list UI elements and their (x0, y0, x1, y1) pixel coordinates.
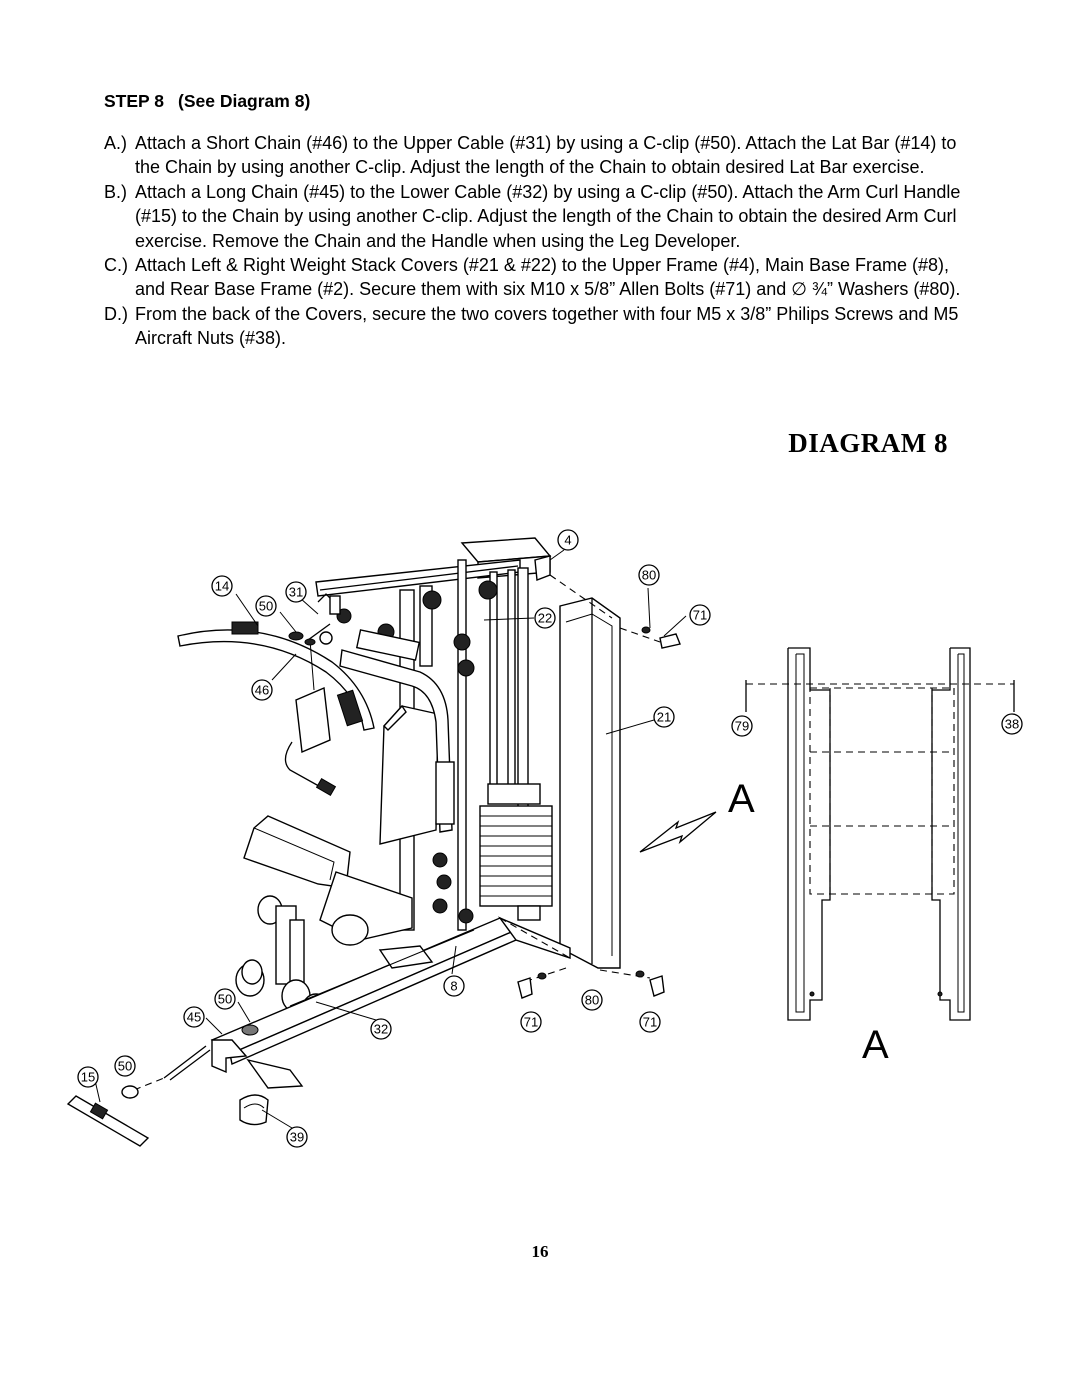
step-number: STEP 8 (104, 91, 164, 111)
svg-text:32: 32 (374, 1022, 388, 1037)
instruction-text: Attach Left & Right Weight Stack Covers … (135, 255, 961, 300)
instruction-item-a: A.) Attach a Short Chain (#46) to the Up… (104, 131, 964, 180)
svg-text:22: 22 (538, 611, 552, 626)
step-subtitle: (See Diagram 8) (178, 91, 311, 111)
svg-text:80: 80 (585, 993, 599, 1008)
svg-text:4: 4 (564, 533, 571, 548)
callout-80: 80 (638, 564, 660, 586)
callout-71: 71 (639, 1011, 661, 1033)
callout-71: 71 (689, 604, 711, 626)
callout-39: 39 (286, 1126, 308, 1148)
base-frame (210, 916, 571, 1089)
callout-21: 21 (653, 706, 675, 728)
callout-79: 79 (731, 715, 753, 737)
diagram-title: DIAGRAM 8 (788, 428, 948, 458)
svg-text:50: 50 (118, 1059, 132, 1074)
lat-bar (177, 621, 375, 731)
svg-text:79: 79 (735, 719, 749, 734)
callout-50: 50 (255, 595, 277, 617)
weight-stack (479, 783, 553, 921)
instruction-letter: C.) (104, 255, 128, 276)
instruction-letter: D.) (104, 303, 128, 324)
seat (257, 871, 413, 991)
weight-stack-cover (559, 597, 621, 969)
instruction-text: From the back of the Covers, secure the … (135, 303, 959, 349)
svg-text:15: 15 (81, 1070, 95, 1085)
svg-text:38: 38 (1005, 717, 1019, 732)
callout-80: 80 (581, 989, 603, 1011)
callout-31: 31 (285, 581, 307, 603)
callout-15: 15 (77, 1066, 99, 1088)
callout-8: 8 (443, 975, 465, 997)
callout-50: 50 (114, 1055, 136, 1077)
svg-text:80: 80 (642, 568, 656, 583)
ankle-strap (239, 1094, 269, 1126)
svg-text:21: 21 (657, 710, 671, 725)
callout-22: 22 (534, 607, 556, 629)
svg-text:39: 39 (290, 1130, 304, 1145)
short-chain (284, 623, 337, 797)
instruction-text: Attach a Short Chain (#46) to the Upper … (135, 133, 957, 178)
callout-4: 4 (557, 529, 579, 551)
instruction-text: Attach a Long Chain (#45) to the Lower C… (135, 181, 961, 251)
svg-text:45: 45 (187, 1010, 201, 1025)
callout-45: 45 (183, 1006, 205, 1028)
view-label-detail: A (862, 1023, 889, 1067)
upper-frame (315, 537, 552, 597)
instruction-item-b: B.) Attach a Long Chain (#45) to the Low… (104, 180, 964, 253)
svg-text:8: 8 (450, 979, 457, 994)
arm-curl-handle (66, 1095, 150, 1147)
cover-detail-view (745, 647, 1015, 1021)
callout-46: 46 (251, 679, 273, 701)
hardware-bolts (499, 574, 681, 999)
view-arrow (639, 811, 717, 853)
svg-text:14: 14 (215, 579, 229, 594)
step-title: STEP 8 (See Diagram 8) (104, 91, 310, 112)
svg-text:31: 31 (289, 585, 303, 600)
callout-38: 38 (1001, 713, 1023, 735)
upper-cable (288, 593, 341, 646)
svg-text:71: 71 (524, 1015, 538, 1030)
callout-50: 50 (214, 988, 236, 1010)
svg-text:50: 50 (259, 599, 273, 614)
preacher-pad (243, 815, 351, 889)
svg-text:71: 71 (693, 608, 707, 623)
back-pad (339, 629, 455, 845)
long-chain (121, 1024, 259, 1099)
instruction-list: A.) Attach a Short Chain (#46) to the Up… (104, 131, 964, 351)
instruction-item-c: C.) Attach Left & Right Weight Stack Cov… (104, 253, 964, 302)
svg-text:50: 50 (218, 992, 232, 1007)
callout-71: 71 (520, 1011, 542, 1033)
instruction-letter: B.) (104, 181, 128, 202)
callout-32: 32 (370, 1018, 392, 1040)
instruction-item-d: D.) From the back of the Covers, secure … (104, 302, 964, 351)
pulleys (336, 580, 498, 924)
view-label-arrow: A (728, 777, 755, 821)
callout-14: 14 (211, 575, 233, 597)
instruction-letter: A.) (104, 133, 128, 153)
svg-text:46: 46 (255, 683, 269, 698)
page-number: 16 (531, 1242, 549, 1261)
svg-text:71: 71 (643, 1015, 657, 1030)
